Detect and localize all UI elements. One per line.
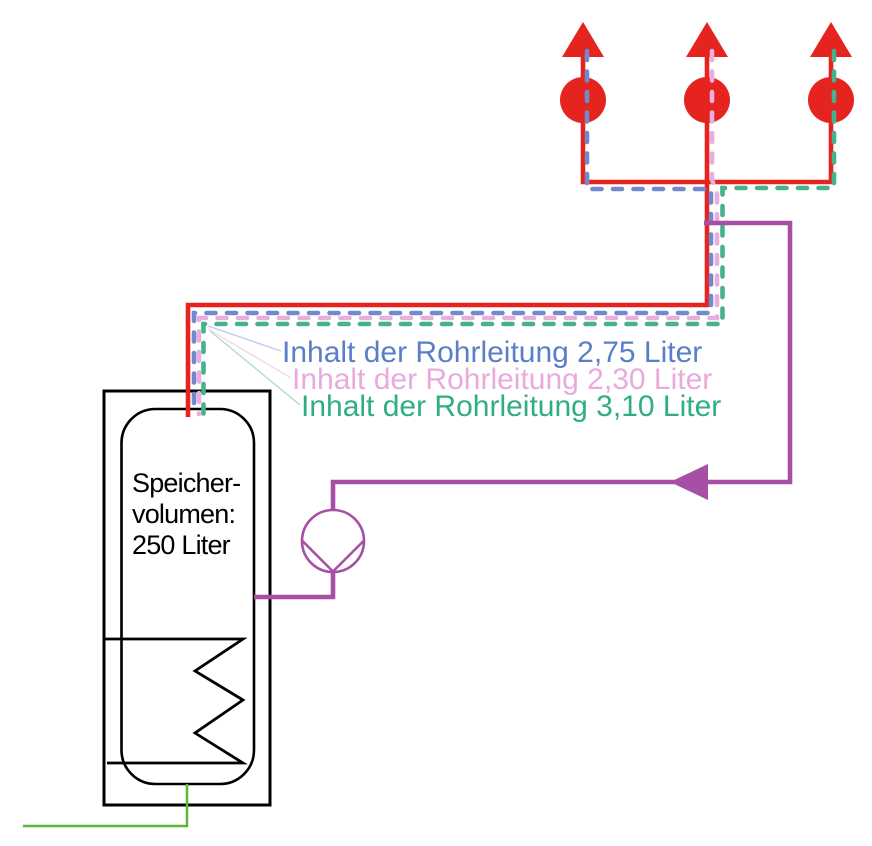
- tap-1: [560, 22, 606, 123]
- tank-volume-label-line3: 250 Liter: [132, 530, 231, 560]
- tap-2: [684, 22, 730, 123]
- tap-2-valve-icon: [684, 77, 730, 123]
- pipe-volume-label-pink: Inhalt der Rohrleitung 2,30 Liter: [292, 363, 712, 396]
- tap-1-arrow-icon: [562, 22, 604, 57]
- tank-volume-label-line1: Speicher-: [132, 468, 240, 498]
- circulation-pipe: [254, 220, 793, 600]
- flow-arrow-icon: [670, 464, 708, 500]
- leader-line-green: [209, 330, 301, 406]
- tap-2-arrow-icon: [686, 22, 728, 57]
- tap-3: [808, 22, 854, 123]
- tap-3-valve-icon: [808, 77, 854, 123]
- tap-3-arrow-icon: [810, 22, 852, 57]
- tank-outline: [102, 389, 272, 807]
- cold-water-pipe: [23, 784, 189, 828]
- storage-tank: Speicher- volumen: 250 Liter: [102, 389, 272, 807]
- hot-water-pipe-run: [185, 45, 710, 417]
- tank-volume-label-line2: volumen:: [132, 499, 235, 529]
- circulation-pump-icon: [300, 508, 366, 574]
- pipe-pink-dashed: [196, 48, 720, 417]
- tap-1-valve-icon: [560, 77, 606, 123]
- heating-coil-icon: [104, 637, 248, 765]
- circulation-pipe-run: [330, 220, 793, 510]
- pipe-volume-label-green: Inhalt der Rohrleitung 3,10 Liter: [301, 390, 721, 423]
- pipe-volume-label-blue: Inhalt der Rohrleitung 2,75 Liter: [282, 336, 702, 369]
- pipe-green-dashed: [201, 48, 837, 417]
- leader-line-pink: [207, 328, 292, 379]
- circulation-pipe-return: [254, 572, 336, 600]
- leader-line-blue: [207, 325, 282, 352]
